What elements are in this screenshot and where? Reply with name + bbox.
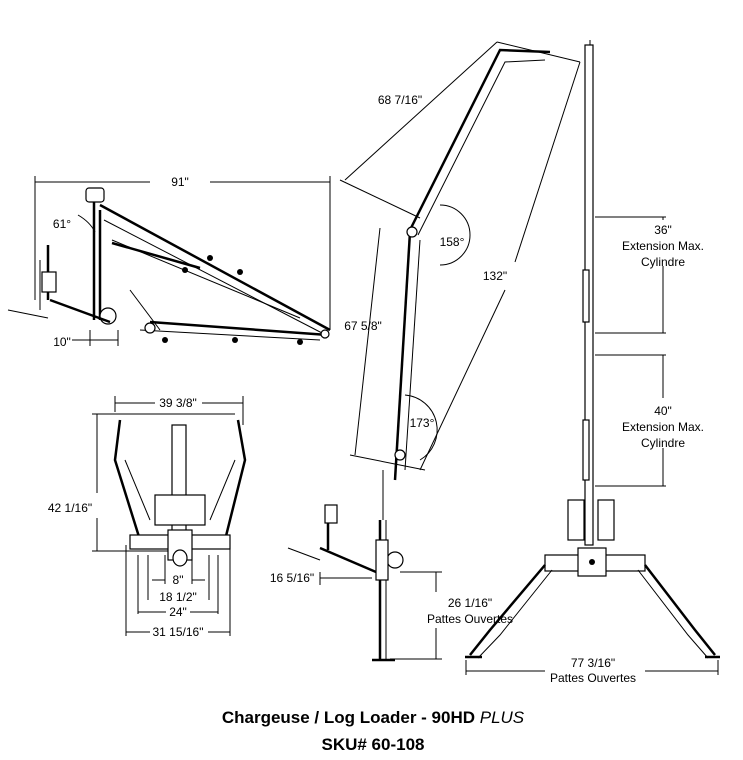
leg-caption: Pattes Ouvertes — [427, 612, 513, 626]
front-width-label: 39 3/8" — [159, 396, 197, 410]
drawing-title: Chargeuse / Log Loader - 90HD PLUS — [222, 708, 525, 727]
ext2-line2: Cylindre — [641, 436, 685, 450]
front-24-label: 24" — [169, 605, 187, 619]
title-main: Chargeuse / Log Loader - 90HD — [222, 708, 480, 727]
side-width-label: 91" — [171, 175, 189, 189]
ext2-line1: Extension Max. — [622, 420, 704, 434]
extended-offset-label: 16 5/16" — [270, 571, 314, 585]
reach-label: 132" — [483, 269, 507, 283]
ext1-line2: Cylindre — [641, 255, 685, 269]
title-italic: PLUS — [480, 708, 525, 727]
ext1-value: 36" — [654, 223, 672, 237]
ext2-value: 40" — [654, 404, 672, 418]
boom-length-label: 68 7/16" — [378, 93, 422, 107]
upper-angle-label: 158° — [440, 235, 465, 249]
side-offset-label: 10" — [53, 335, 71, 349]
side-view: 91" 61° 10" — [7, 175, 331, 349]
ext1-line1: Extension Max. — [622, 239, 704, 253]
front-18-label: 18 1/2" — [159, 590, 197, 604]
front-8-label: 8" — [173, 573, 184, 587]
base-caption: Pattes Ouvertes — [550, 671, 636, 685]
sku-label: SKU# 60-108 — [321, 735, 424, 754]
arm-length-label: 67 5/8" — [344, 319, 382, 333]
upright-view: 36" Extension Max. Cylindre 40" Extensio… — [465, 40, 720, 685]
front-view: 39 3/8" 42 1/16" 8" 18 1/2" 24" 31 15/16… — [48, 396, 247, 639]
leg-height-label: 26 1/16" — [448, 596, 492, 610]
lower-angle-label: 173° — [410, 416, 435, 430]
front-31-label: 31 15/16" — [153, 625, 204, 639]
front-height-label: 42 1/16" — [48, 501, 92, 515]
base-width-label: 77 3/16" — [571, 656, 615, 670]
side-angle-label: 61° — [53, 217, 71, 231]
extended-view: 68 7/16" 132" 158° 67 5/8" 173° 16 5/16" — [270, 41, 581, 662]
